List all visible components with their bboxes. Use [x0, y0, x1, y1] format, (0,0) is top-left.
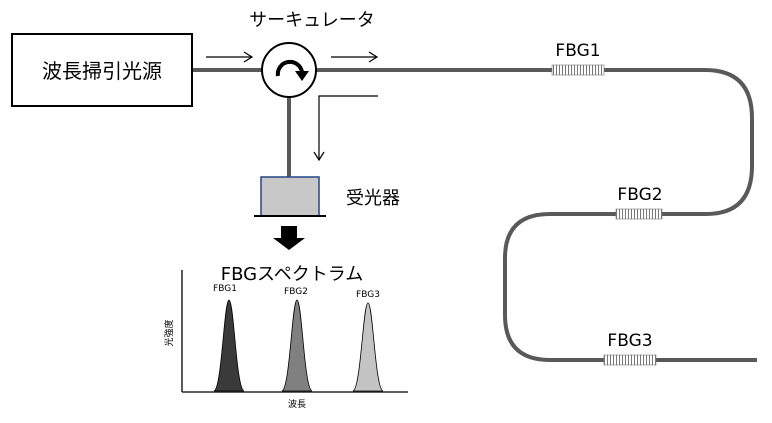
fbg1: FBG1 [551, 41, 605, 76]
fbg3: FBG3 [603, 331, 657, 366]
down-arrow-icon [273, 226, 305, 250]
optical-fiber [193, 68, 757, 362]
fbg2-label: FBG2 [617, 185, 662, 205]
spectrum-title: FBGスペクトラム [221, 264, 364, 285]
fbg2: FBG2 [615, 185, 663, 220]
spectrum-peak-fbg2 [281, 299, 313, 392]
fbg3-label: FBG3 [607, 331, 652, 351]
peak-label-fbg3: FBG3 [356, 290, 380, 300]
spectrum-peak-fbg1 [213, 299, 245, 392]
spectrum-peak-fbg3 [352, 302, 384, 392]
photodetector: 受光器 [254, 176, 400, 250]
peak-label-fbg1: FBG1 [213, 284, 237, 294]
flow-arrows [206, 51, 379, 162]
circulator-label: サーキュレータ [249, 10, 375, 31]
fbg1-label: FBG1 [555, 41, 600, 61]
circulator-arrow-icon [275, 59, 304, 77]
swept-laser-source: 波長掃引光源 [11, 33, 193, 107]
spectrum-y-label: 光強度 [163, 319, 175, 346]
source-label: 波長掃引光源 [42, 59, 162, 83]
peak-label-fbg2: FBG2 [284, 287, 308, 297]
spectrum-x-label: 波長 [288, 398, 306, 410]
circulator-arrowhead-icon [295, 71, 309, 81]
fbg-spectrum: FBGスペクトラム 光強度 波長 FBG1 FBG2 FBG3 [163, 264, 408, 410]
detector-label: 受光器 [346, 188, 400, 209]
circulator: サーキュレータ [249, 10, 375, 98]
